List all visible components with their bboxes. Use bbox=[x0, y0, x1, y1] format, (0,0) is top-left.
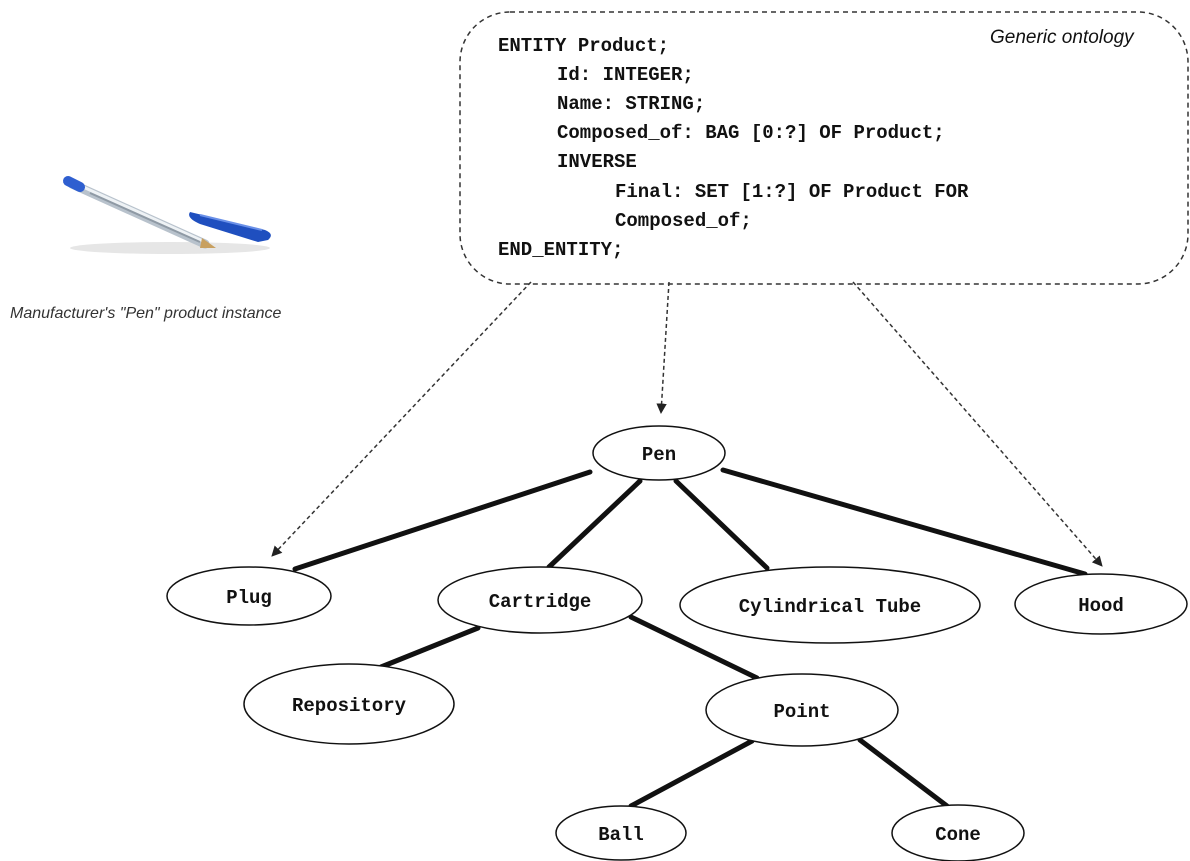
node-repository: Repository bbox=[243, 663, 455, 745]
code-line: ENTITY Product; bbox=[498, 35, 670, 57]
edge-point-to-ball bbox=[628, 738, 755, 809]
node-ellipse bbox=[166, 566, 332, 626]
node-ellipse bbox=[243, 663, 455, 745]
code-line: END_ENTITY; bbox=[498, 239, 624, 261]
dashed-links bbox=[271, 281, 1103, 567]
node-ellipse bbox=[555, 805, 687, 861]
edge-pen-to-hood bbox=[720, 467, 1088, 577]
code-line: INVERSE bbox=[557, 151, 637, 173]
node-ellipse bbox=[1014, 573, 1188, 635]
node-label: Ball bbox=[598, 824, 644, 846]
ontology-title: Generic ontology bbox=[990, 27, 1134, 48]
edge-pen-to-cartridge bbox=[546, 478, 643, 570]
node-label: Hood bbox=[1078, 595, 1124, 617]
node-label: Cartridge bbox=[489, 591, 592, 613]
node-label: Plug bbox=[226, 587, 272, 609]
code-line: Composed_of; bbox=[615, 210, 752, 232]
node-label: Pen bbox=[642, 444, 676, 466]
edge-cartridge-to-point bbox=[628, 614, 760, 681]
ballpoint-pen-icon bbox=[63, 176, 271, 254]
tree-edges bbox=[292, 467, 1088, 809]
code-line: Id: INTEGER; bbox=[557, 64, 694, 86]
instance-arrow-to-pen bbox=[656, 281, 670, 415]
node-ellipse bbox=[437, 566, 643, 634]
node-label: Repository bbox=[292, 695, 407, 717]
ontology-box bbox=[459, 11, 1189, 285]
node-label: Cylindrical Tube bbox=[739, 596, 921, 618]
code-line: Name: STRING; bbox=[557, 93, 706, 115]
node-ellipse bbox=[705, 673, 899, 747]
node-point: Point bbox=[705, 673, 899, 747]
node-ellipse bbox=[592, 425, 726, 481]
instance-arrow-to-plug bbox=[271, 281, 532, 557]
edge-cartridge-to-repository bbox=[378, 625, 481, 670]
node-plug: Plug bbox=[166, 566, 332, 626]
node-ball: Ball bbox=[555, 805, 687, 861]
node-label: Point bbox=[773, 701, 830, 723]
code-line: Final: SET [1:?] OF Product FOR bbox=[615, 181, 969, 203]
node-hood: Hood bbox=[1014, 573, 1188, 635]
node-ellipse bbox=[891, 804, 1025, 861]
edge-pen-to-cylindrical-tube bbox=[673, 478, 770, 571]
pen-instance-caption: Manufacturer's "Pen" product instance bbox=[10, 305, 282, 322]
node-ellipse bbox=[679, 566, 981, 644]
instance-arrow-to-hood bbox=[852, 281, 1103, 567]
edge-point-to-cone bbox=[857, 737, 950, 809]
node-label: Cone bbox=[935, 824, 981, 846]
code-line: Composed_of: BAG [0:?] OF Product; bbox=[557, 122, 945, 144]
node-pen: Pen bbox=[592, 425, 726, 481]
node-cartridge: Cartridge bbox=[437, 566, 643, 634]
node-cylindrical-tube: Cylindrical Tube bbox=[679, 566, 981, 644]
edge-pen-to-plug bbox=[292, 469, 593, 572]
node-cone: Cone bbox=[891, 804, 1025, 861]
